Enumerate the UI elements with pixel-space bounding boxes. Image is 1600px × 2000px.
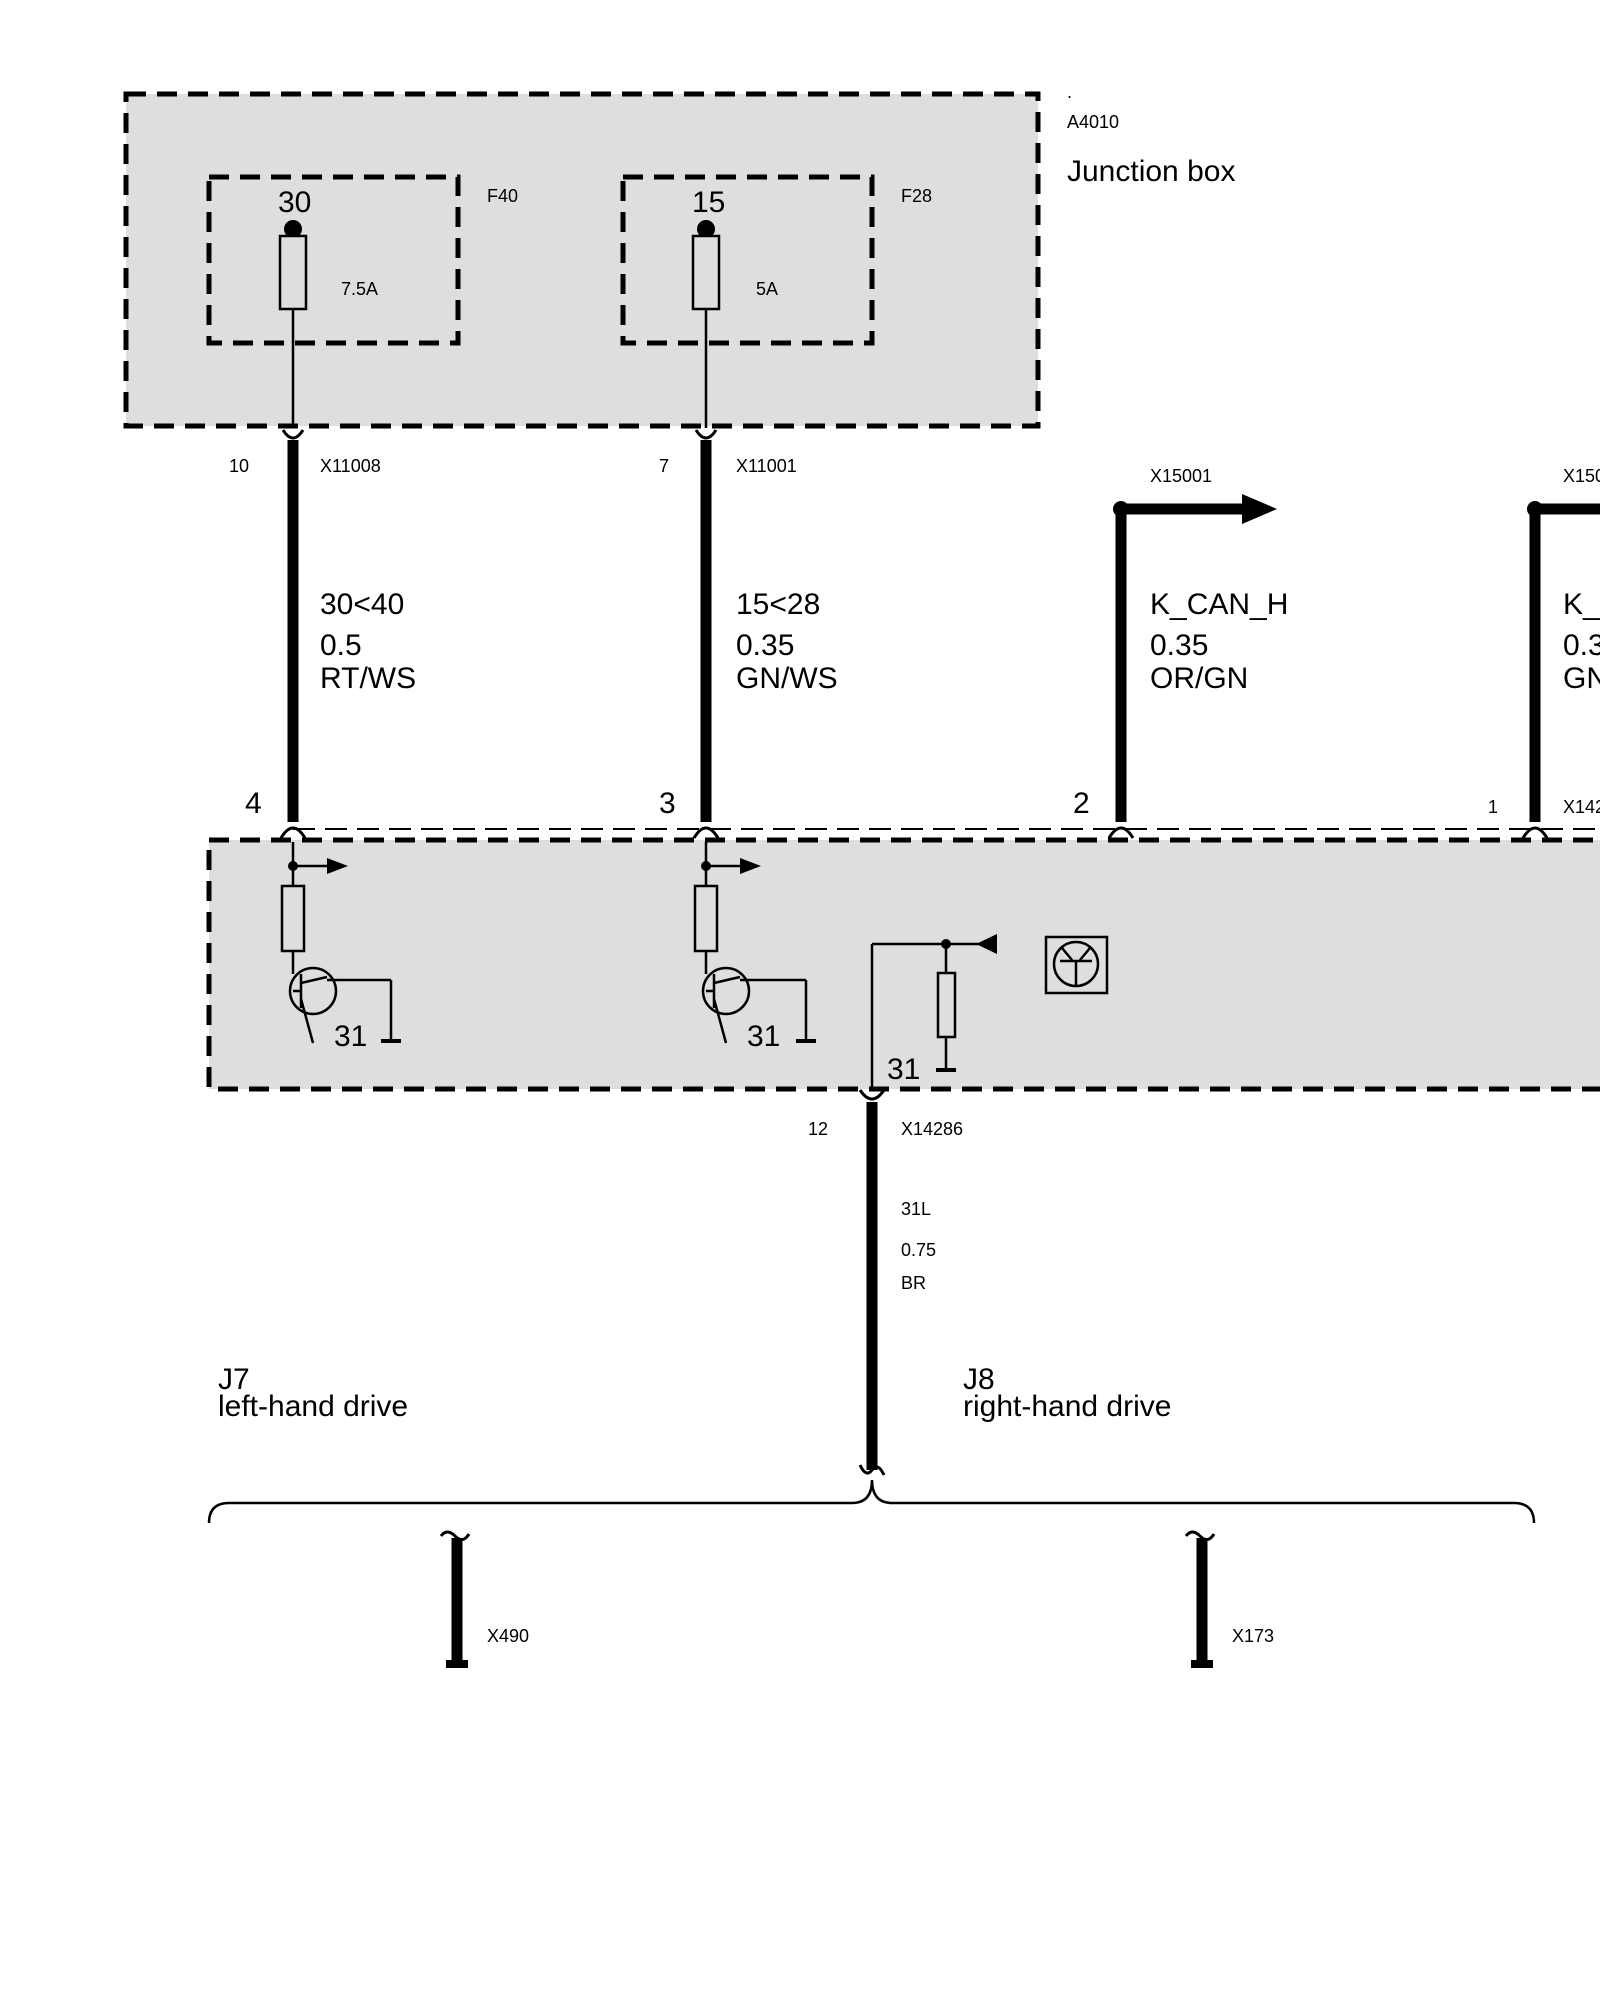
wire-15-28-signal: 15<28	[736, 588, 820, 621]
wire-15-28-pin-top: 7	[659, 456, 669, 476]
electronic-component-out	[1079, 947, 1091, 961]
fuse-f28: 15 F28 5A	[620, 174, 932, 428]
variant-brace-line	[207, 1479, 1536, 1524]
variant-brace	[207, 1479, 1536, 1524]
wire-15-28-pin-bottom: 3	[659, 787, 676, 820]
electronic-component-icon	[1044, 935, 1109, 995]
input-stage-1-resistor	[280, 884, 306, 953]
ground-x490-top-symbol	[439, 1530, 471, 1541]
ground-wire-pin: 12	[808, 1119, 828, 1139]
ground-x490-label: X490	[487, 1626, 529, 1646]
input-stage-2-resistor	[693, 884, 719, 953]
control-module-outline	[206, 837, 1600, 1092]
wire-k-can-l-color: GN	[1563, 662, 1600, 695]
wire-k-can-h-signal: K_CAN_H	[1150, 588, 1288, 621]
variant-j7-label: left-hand drive	[218, 1390, 408, 1423]
input-stage-2: 31	[693, 842, 816, 1053]
junction-box-dot: .	[1067, 82, 1072, 102]
connector-x14286-symbol	[858, 1089, 886, 1101]
fuse-f40-outline	[206, 174, 461, 346]
wire-k-can-l-signal: K_	[1563, 588, 1600, 621]
input-stage-1-transistor-c	[300, 975, 328, 985]
wire-15-28: 7 X11001 15<28 0.35 GN/WS 3	[659, 429, 838, 839]
ground-wire: 12 X14286 31L 0.75 BR	[808, 1089, 963, 1476]
pin-3-symbol	[692, 826, 720, 839]
wire-30-40-pin-top: 10	[229, 456, 249, 476]
input-stage-1-transistor-e	[299, 998, 315, 1044]
ground-stage-arrow	[976, 934, 997, 954]
variant-j8: J8 right-hand drive X173	[963, 1363, 1274, 1668]
fuse-f28-id: F28	[901, 186, 932, 206]
ground-wire-end-symbol	[858, 1464, 886, 1476]
input-stage-1-ground-label: 31	[334, 1020, 367, 1053]
wire-k-can-l-connector: X150	[1563, 466, 1600, 486]
electronic-component-frame	[1044, 935, 1109, 995]
wire-k-can-h-color: OR/GN	[1150, 662, 1248, 695]
wire-k-can-h-pin-bottom: 2	[1073, 787, 1090, 820]
fuse-f28-rating: 5A	[756, 279, 778, 299]
junction-box: . A4010 Junction box 30 F40 7.5A 15 F28 …	[123, 82, 1235, 429]
input-stage-1: 31	[280, 842, 401, 1053]
wire-k-can-l-pin-bottom: 1	[1488, 797, 1498, 817]
fuse-f28-terminal: 15	[692, 186, 725, 219]
input-stage-2-transistor-c	[713, 975, 741, 985]
ground-x173-top-symbol	[1184, 1530, 1216, 1541]
fuse-f40: 30 F40 7.5A	[206, 174, 518, 428]
pin-2-symbol	[1107, 826, 1135, 839]
fuse-f40-symbol	[278, 234, 308, 311]
control-module: 31 31	[206, 837, 1600, 1092]
variant-j8-label: right-hand drive	[963, 1390, 1171, 1423]
input-stage-2-ground-label: 31	[747, 1020, 780, 1053]
junction-box-id: A4010	[1067, 112, 1119, 132]
connector-x11001-symbol	[694, 429, 718, 440]
pin-1-symbol	[1521, 826, 1549, 839]
wire-k-can-l: X150 K_ 0.3 GN 1 X142	[1488, 466, 1600, 839]
ground-x173-cap	[1191, 1660, 1213, 1668]
wire-15-28-size: 0.35	[736, 629, 794, 662]
wire-k-can-l-size: 0.3	[1563, 629, 1600, 662]
fuse-f28-outline	[620, 174, 875, 346]
ground-stage-ground-label: 31	[887, 1053, 920, 1086]
wire-k-can-h: X15001 K_CAN_H 0.35 OR/GN 2	[1073, 466, 1288, 839]
input-stage-1-arrow	[327, 858, 348, 874]
wire-k-can-h-arrow	[1242, 494, 1277, 524]
fuse-f28-symbol	[691, 234, 721, 311]
input-stage-2-transistor-e	[712, 998, 728, 1044]
fuse-f40-terminal: 30	[278, 186, 311, 219]
wire-30-40-size: 0.5	[320, 629, 362, 662]
connector-x11008-symbol	[281, 429, 305, 440]
junction-box-title: Junction box	[1067, 155, 1235, 188]
ground-stage-resistor	[936, 971, 957, 1039]
ground-x173-label: X173	[1232, 1626, 1274, 1646]
wire-15-28-color: GN/WS	[736, 662, 838, 695]
ground-stage: 31	[870, 934, 997, 1089]
input-stage-2-transistor	[701, 966, 751, 1016]
wire-30-40-color: RT/WS	[320, 662, 416, 695]
variant-j7: J7 left-hand drive X490	[218, 1363, 529, 1668]
wire-15-28-connector: X11001	[736, 456, 797, 476]
fuse-f40-rating: 7.5A	[341, 279, 378, 299]
wire-k-can-h-size: 0.35	[1150, 629, 1208, 662]
ground-wire-connector: X14286	[901, 1119, 963, 1139]
ground-wire-size: 0.75	[901, 1240, 936, 1260]
wire-30-40-signal: 30<40	[320, 588, 404, 621]
wire-k-can-h-connector: X15001	[1150, 466, 1212, 486]
junction-box-outline	[123, 91, 1041, 429]
wire-30-40: 10 X11008 30<40 0.5 RT/WS 4	[229, 429, 416, 839]
fuse-f40-id: F40	[487, 186, 518, 206]
ground-wire-signal: 31L	[901, 1199, 931, 1219]
input-stage-2-arrow	[740, 858, 761, 874]
input-stage-1-transistor	[288, 966, 338, 1016]
variant-j8-id: J8	[963, 1363, 995, 1396]
wire-30-40-connector: X11008	[320, 456, 381, 476]
electronic-component-in	[1061, 947, 1073, 961]
ground-x490-cap	[446, 1660, 468, 1668]
wire-30-40-pin-bottom: 4	[245, 787, 262, 820]
variant-j7-id: J7	[218, 1363, 250, 1396]
wire-k-can-l-connector-bottom: X142	[1563, 797, 1600, 817]
ground-wire-color: BR	[901, 1273, 926, 1293]
